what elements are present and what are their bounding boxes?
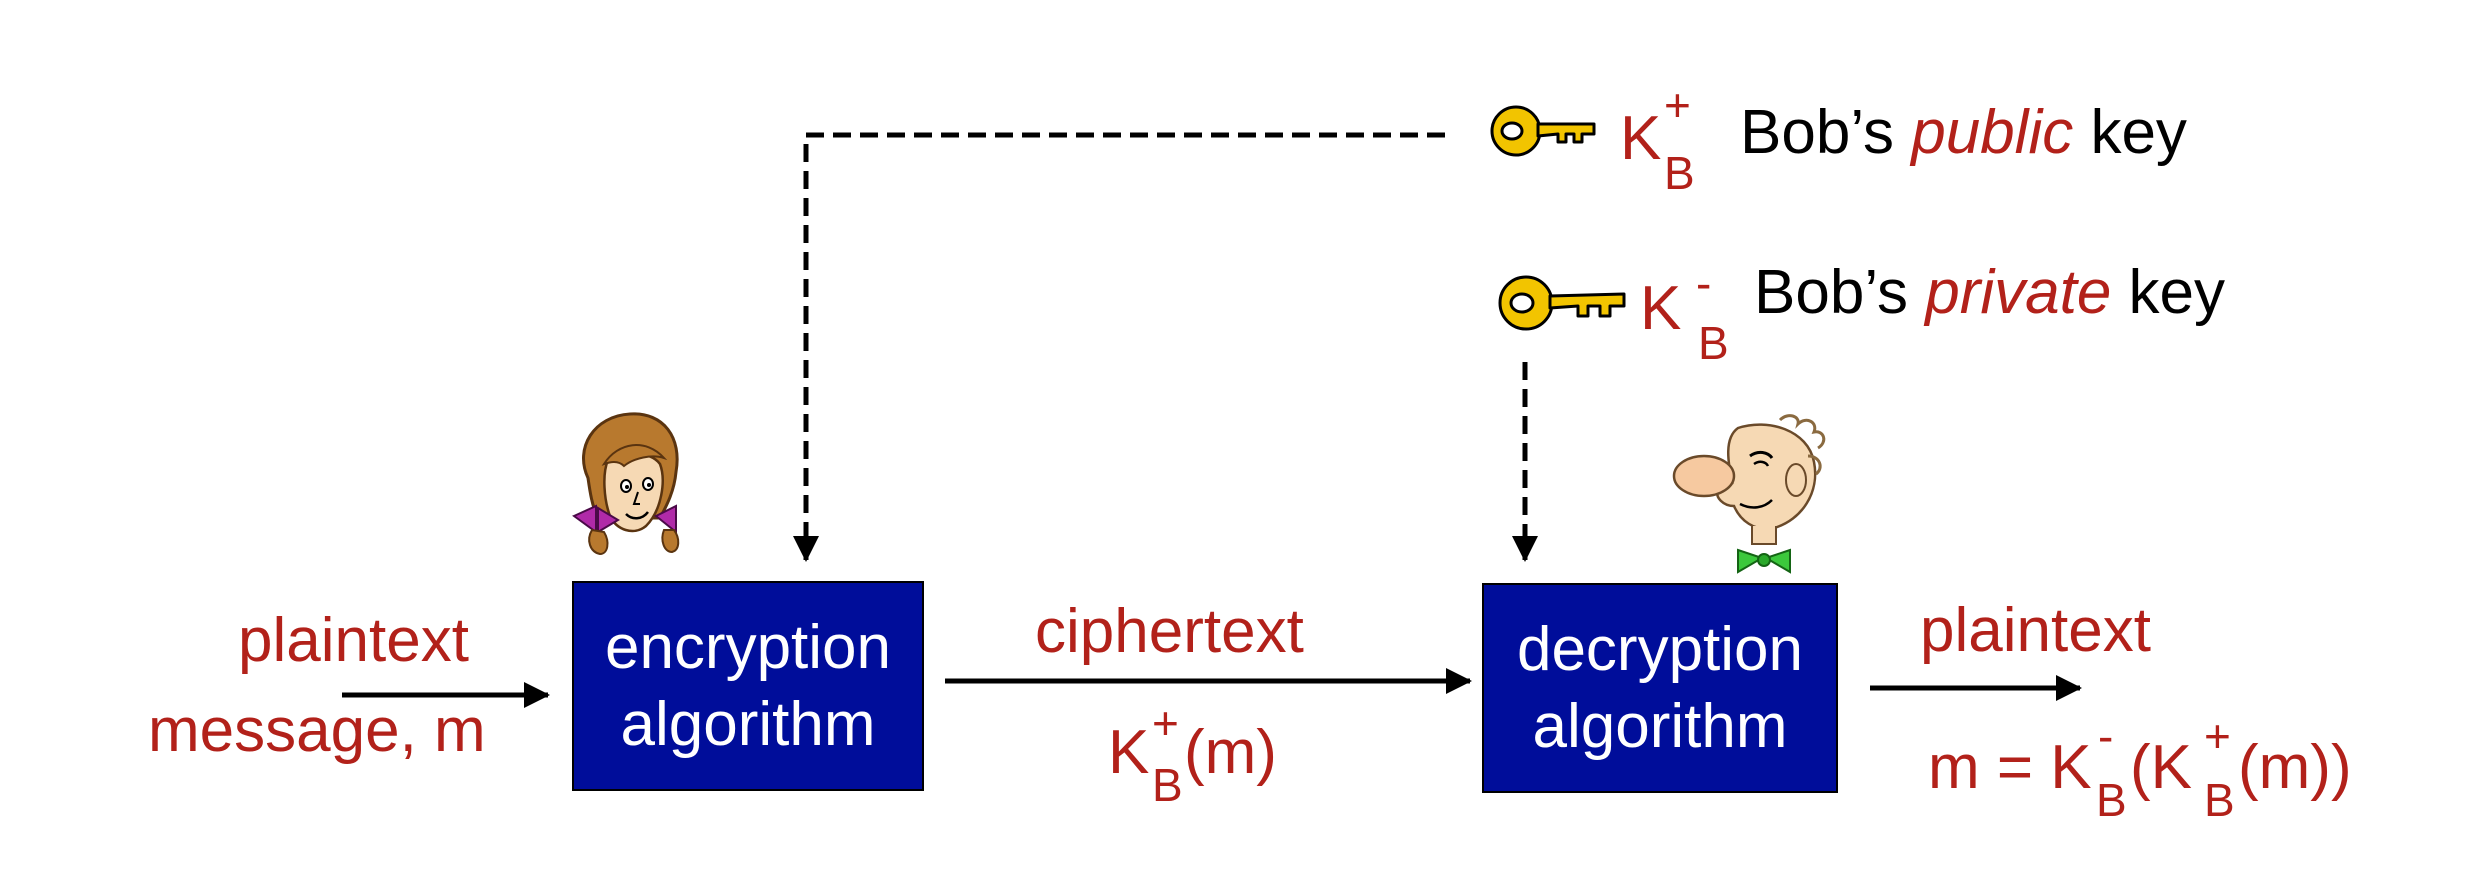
ciphertext-sup: + [1152,697,1179,749]
private-key-tail: key [2128,258,2226,327]
public-key-word: public [1911,98,2074,167]
input-plaintext-label: plaintext [238,606,469,675]
private-key-sup: - [1696,257,1712,309]
output-expr-end: (m)) [2238,733,2352,802]
decryption-box-line2: algorithm [1532,692,1788,761]
public-key-dashed-line [793,132,1445,562]
public-key-owner: Bob’s [1740,98,1894,167]
private-key-symbol: K - B [1640,257,1729,368]
private-key-sub: B [1698,317,1729,369]
output-plaintext-label: plaintext [1920,596,2151,665]
output-expr-sub1: B [2096,774,2127,826]
ciphertext-label: ciphertext [1035,597,1304,666]
private-key-owner: Bob’s [1754,258,1908,327]
key-icon [1490,105,1596,157]
output-expr-mid: (K [2130,733,2192,802]
encryption-algorithm-box: encryption algorithm [572,581,924,791]
public-key-tail: key [2090,98,2187,167]
decryption-box-line1: decryption [1516,614,1804,684]
encryption-box-line1: encryption [604,612,892,682]
ciphertext-expression: K + B (m) [1108,700,1288,810]
public-key-sub: B [1664,147,1695,199]
public-key-caption: Bob’s public key [1740,102,2187,164]
private-key-k: K [1640,274,1682,343]
input-message-label: message, m [148,696,486,765]
ciphertext-rest: (m) [1184,718,1277,787]
alice-icon [572,412,680,556]
output-expr-sup2: + [2204,710,2231,762]
private-key-word: private [1925,258,2112,327]
public-key-k: K [1620,104,1662,173]
output-expression: m = K - B (K + B (m)) [1928,705,2448,825]
ciphertext-sub: B [1152,759,1183,811]
public-key-symbol: K + B [1620,78,1700,196]
public-key-sup: + [1664,79,1691,131]
ciphertext-k: K [1108,718,1150,787]
output-expr-sup1: - [2098,710,2114,762]
encryption-box-line2: algorithm [620,690,876,759]
key-icon [1498,275,1626,331]
output-expr-sub2: B [2204,774,2235,826]
decryption-algorithm-box: decryption algorithm [1482,583,1838,793]
private-key-caption: Bob’s private key [1754,262,2225,324]
bob-icon [1672,414,1826,574]
output-expr-prefix: m = K [1928,733,2092,802]
